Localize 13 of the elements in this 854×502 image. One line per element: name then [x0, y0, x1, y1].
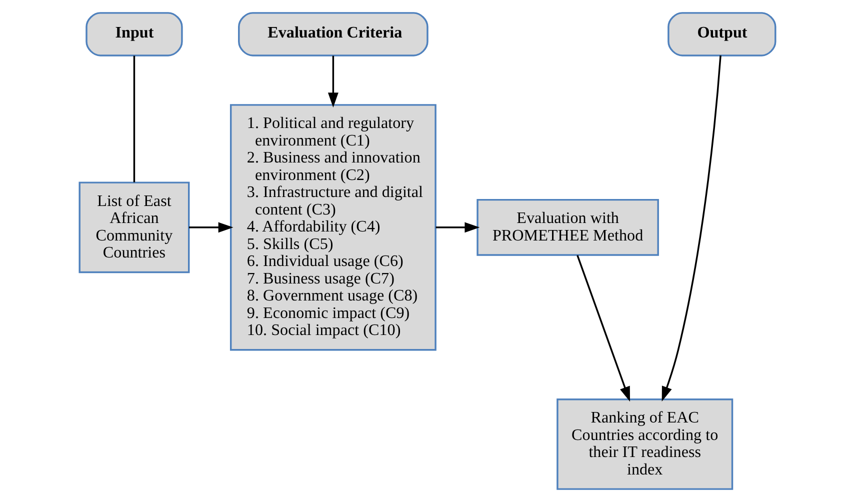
- arrow: [327, 56, 338, 108]
- arrow: [188, 222, 233, 233]
- node-box: Input: [85, 12, 182, 56]
- node-box: Output: [667, 12, 776, 56]
- node-box: Ranking of EAC Countries according to their IT readiness index: [556, 398, 733, 490]
- node-box: 1. Political and regulatory environment (C1) 2. Business and innovation environment (C2) 3. Infrastructure and digital content (C3) 4. Affordability (C4) 5. Skills (C5) 6. Individual usage (C6) 7. Business usage (C7) 8. Government usage (C8) 9. Economic impact (C9) 10. Social impact (C10): [229, 104, 436, 351]
- arrow: [435, 222, 480, 233]
- node-box: List of East African Community Countries: [78, 182, 190, 274]
- node-box: Evaluation Criteria: [238, 12, 428, 56]
- arrow: [576, 255, 630, 402]
- arrow: [661, 55, 721, 402]
- node-box: Evaluation with PROMETHEE Method: [476, 198, 658, 256]
- connector: [132, 56, 135, 182]
